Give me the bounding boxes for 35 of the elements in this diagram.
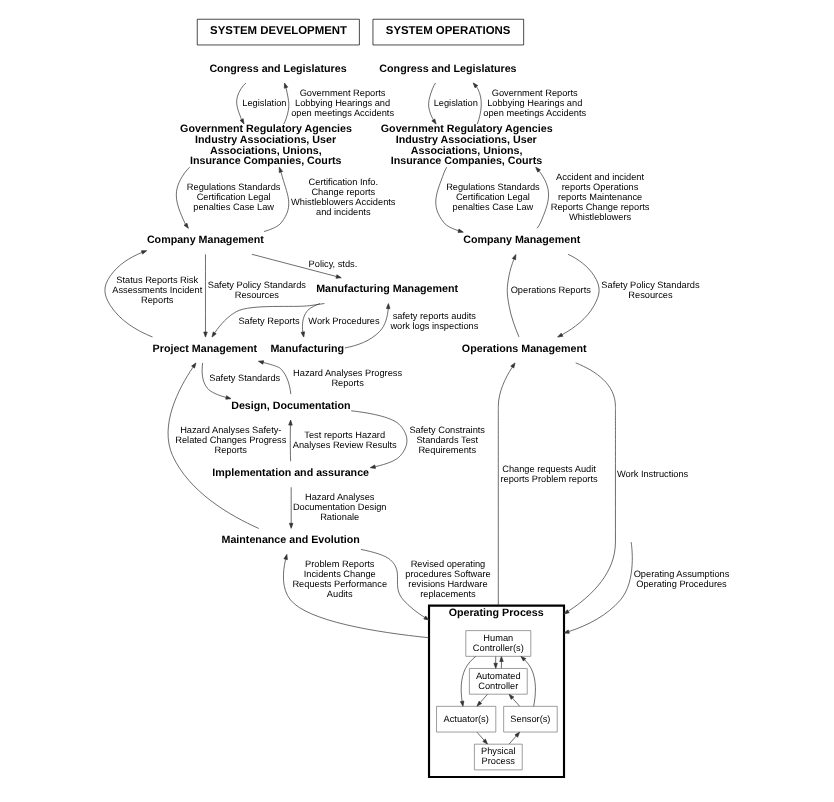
arrow bbox=[200, 362, 231, 400]
arrow bbox=[562, 541, 632, 634]
arrow bbox=[288, 486, 293, 529]
arrow bbox=[349, 410, 407, 469]
arrow bbox=[471, 82, 481, 125]
arrow bbox=[496, 362, 515, 606]
arrow bbox=[282, 554, 429, 639]
arrow bbox=[505, 254, 519, 338]
arrow bbox=[175, 166, 189, 229]
arrow bbox=[287, 419, 292, 462]
arrow bbox=[299, 303, 320, 338]
arrow bbox=[459, 656, 476, 707]
arrow bbox=[434, 166, 463, 233]
arrow bbox=[202, 254, 207, 338]
arrow bbox=[257, 360, 291, 395]
arrow bbox=[519, 656, 535, 707]
arrow bbox=[556, 253, 599, 338]
arrow bbox=[475, 731, 487, 745]
arrow bbox=[103, 250, 152, 338]
arrow bbox=[235, 82, 246, 125]
arrow bbox=[166, 362, 259, 529]
arrow bbox=[282, 82, 289, 125]
arrow bbox=[507, 731, 519, 745]
arrow bbox=[498, 656, 503, 669]
arrow bbox=[492, 656, 497, 669]
arrow bbox=[475, 694, 487, 707]
arrow bbox=[262, 166, 289, 232]
arrow bbox=[343, 303, 390, 349]
arrow bbox=[210, 303, 324, 338]
arrow bbox=[250, 253, 341, 279]
arrow bbox=[562, 362, 615, 615]
arrow bbox=[427, 82, 436, 125]
arrow bbox=[534, 166, 548, 229]
arrow bbox=[359, 549, 429, 621]
arrow bbox=[507, 694, 519, 707]
